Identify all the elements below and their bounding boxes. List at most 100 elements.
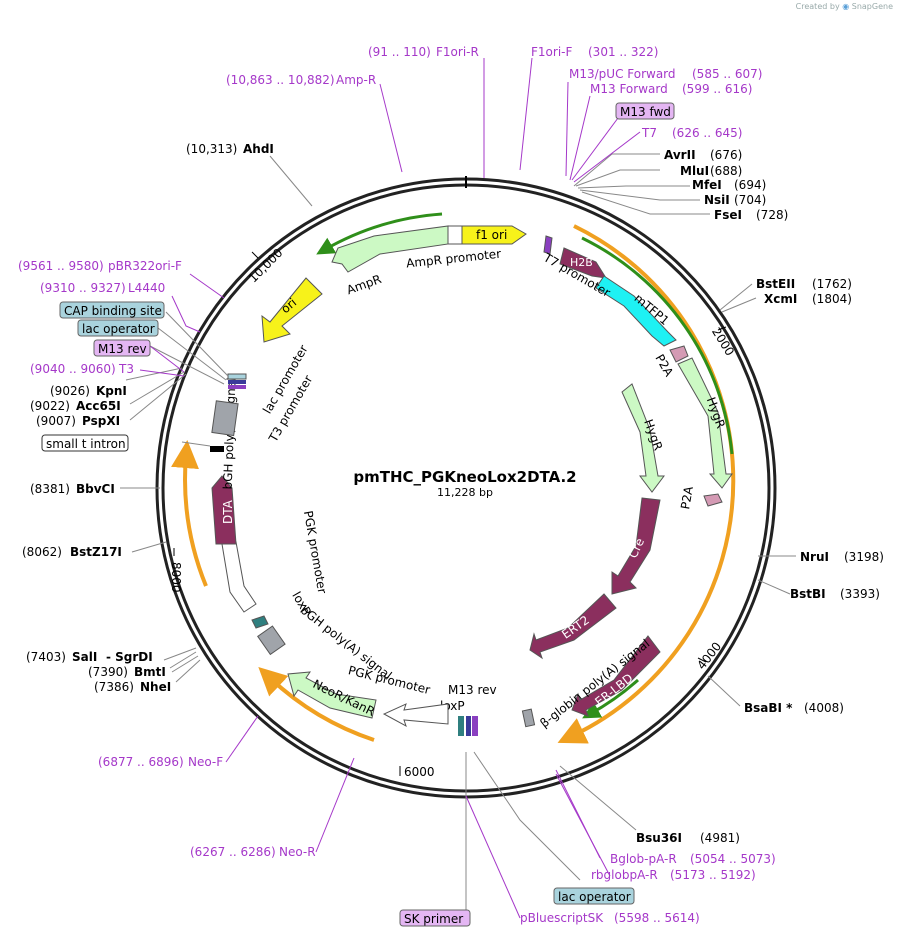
svg-text:(7390): (7390) (88, 665, 128, 679)
svg-text:(7403): (7403) (26, 650, 66, 664)
orange-arc-left (171, 440, 208, 587)
site-bsteii[interactable]: BstEII(1762) (756, 277, 852, 291)
box-cap-binding-site[interactable]: CAP binding site (59, 301, 165, 319)
site-nhei[interactable]: (7386)NheI (94, 680, 171, 694)
primer-f1ori-r[interactable]: (91 .. 110)F1ori-R (368, 45, 479, 59)
svg-text:(10,313): (10,313) (186, 142, 237, 156)
feature-ori[interactable]: ori (261, 277, 323, 343)
feature-hygr-outer[interactable]: HygR (677, 357, 733, 489)
feature-h2b[interactable]: H2B (559, 247, 607, 279)
feature-bglobin-pa[interactable] (521, 708, 536, 728)
svg-text:NsiI: NsiI (704, 193, 730, 207)
site-nrui[interactable]: NruI(3198) (800, 550, 884, 564)
svg-text:(3393): (3393) (840, 587, 880, 601)
site-acc65i[interactable]: (9022)Acc65I (30, 399, 121, 413)
box-sk-primer[interactable]: SK primer (399, 909, 471, 927)
primer-t3[interactable]: (9040 .. 9060)T3 (30, 362, 134, 376)
svg-text:M13/pUC Forward: M13/pUC Forward (569, 67, 676, 81)
feature-ampr[interactable] (331, 225, 463, 273)
site-bbvci[interactable]: (8381)BbvCI (30, 482, 115, 496)
tick-8000: 8000 (169, 548, 183, 593)
feature-bgh-pa-bottom[interactable] (257, 625, 286, 656)
svg-text:BstZ17I: BstZ17I (70, 545, 122, 559)
svg-text:(5054 .. 5073): (5054 .. 5073) (690, 852, 776, 866)
svg-text:AhdI: AhdI (243, 142, 274, 156)
feature-t7-promoter[interactable] (543, 235, 553, 255)
svg-text:6000: 6000 (404, 765, 435, 779)
feature-loxp-left[interactable] (251, 615, 269, 629)
box-small-t-intron[interactable]: small t intron (41, 434, 129, 452)
feature-lac-cluster[interactable] (227, 373, 247, 389)
snapgene-logo-icon: ◉ (842, 2, 850, 11)
site-bstbi[interactable]: BstBI(3393) (790, 587, 880, 601)
site-xcmi[interactable]: XcmI(1804) (764, 292, 852, 306)
feature-small-t-intron-marker[interactable] (210, 446, 224, 452)
box-m13-fwd[interactable]: M13 fwd (615, 102, 675, 120)
svg-text:SalI: SalI (72, 650, 97, 664)
site-bsu36i[interactable]: Bsu36I(4981) (636, 831, 740, 845)
svg-text:(9007): (9007) (36, 414, 76, 428)
svg-text:(91 .. 110): (91 .. 110) (368, 45, 431, 59)
svg-text:(676): (676) (710, 148, 742, 162)
svg-text:small t intron: small t intron (46, 437, 126, 451)
feature-ert2[interactable]: ERT2 (529, 593, 617, 660)
svg-text:(585 .. 607): (585 .. 607) (692, 67, 762, 81)
label-bgh-pa-a: bGH poly(A) signal (298, 603, 395, 683)
svg-text:DTA: DTA (221, 499, 235, 524)
primer-neo-r[interactable]: (6267 .. 6286)Neo-R (190, 845, 316, 859)
svg-text:L4440: L4440 (128, 281, 165, 295)
label-pgk-promoter-b: PGK promoter (301, 510, 329, 595)
orange-arc-bottom (258, 667, 375, 742)
site-pspxi[interactable]: (9007) PspXI (36, 414, 120, 428)
primer-f1ori-f[interactable]: F1ori-F(301 .. 322) (531, 45, 658, 59)
primer-rbglobpa-r[interactable]: rbglobpA-R (5173 .. 5192) (591, 868, 756, 882)
svg-text:F1ori-F: F1ori-F (531, 45, 572, 59)
feature-p2a-b[interactable] (703, 493, 723, 507)
svg-text:(9026): (9026) (50, 384, 90, 398)
site-mlui[interactable]: MluI(688) (680, 164, 742, 178)
svg-text:T7: T7 (641, 126, 657, 140)
site-bstz17i[interactable]: (8062)BstZ17I (22, 545, 122, 559)
site-avrii[interactable]: AvrII(676) (664, 148, 742, 162)
svg-text:(5173 .. 5192): (5173 .. 5192) (670, 868, 756, 882)
primer-m13-forward[interactable]: M13 Forward(599 .. 616) (590, 82, 752, 96)
feature-p2a-a[interactable] (669, 345, 689, 363)
site-nsii[interactable]: NsiI(704) (704, 193, 766, 207)
primer-pbr322ori-f[interactable]: (9561 .. 9580)pBR322ori-F (18, 259, 182, 273)
site-bmti[interactable]: (7390)BmtI (88, 665, 166, 679)
site-ahdi[interactable]: (10,313) AhdI (186, 142, 274, 156)
feature-pgk-promoter-left[interactable] (221, 541, 257, 613)
site-kpni[interactable]: (9026)KpnI (50, 384, 127, 398)
svg-text:M13 Forward: M13 Forward (590, 82, 668, 96)
svg-text:PspXI: PspXI (82, 414, 120, 428)
svg-text:(10,863 .. 10,882): (10,863 .. 10,882) (226, 73, 335, 87)
feature-f1-ori[interactable]: f1 ori (461, 225, 527, 245)
feature-loxp-bottom[interactable] (458, 716, 478, 736)
feature-hygr-inner[interactable]: HygR (621, 383, 665, 493)
site-mfei[interactable]: MfeI(694) (692, 178, 766, 192)
svg-text:rbglobpA-R: rbglobpA-R (591, 868, 658, 882)
svg-text:Bsu36I: Bsu36I (636, 831, 682, 845)
primer-pbluescriptsk[interactable]: pBluescriptSK(5598 .. 5614) (520, 911, 700, 925)
plasmid-name: pmTHC_PGKneoLox2DTA.2 (353, 468, 576, 486)
box-m13-rev[interactable]: M13 rev (93, 339, 151, 357)
box-lac-operator-left[interactable]: lac operator (77, 319, 159, 337)
feature-pgk-promoter-bottom[interactable] (382, 703, 449, 728)
primer-t7[interactable]: T7(626 .. 645) (641, 126, 742, 140)
site-sali[interactable]: (7403) SalI - SgrDI (26, 650, 153, 664)
feature-bgh-pa-left[interactable] (211, 400, 239, 437)
primer-l4440[interactable]: (9310 .. 9327)L4440 (40, 281, 165, 295)
label-ampr: AmpR (345, 272, 383, 297)
site-fsei[interactable]: FseI(728) (714, 208, 788, 222)
primer-neo-f[interactable]: (6877 .. 6896)Neo-F (98, 755, 223, 769)
site-bsabi[interactable]: BsaBI *(4008) (744, 701, 844, 715)
svg-text:- SgrDI: - SgrDI (106, 650, 153, 664)
feature-dta[interactable]: DTA (211, 475, 237, 545)
primer-amp-r[interactable]: (10,863 .. 10,882)Amp-R (226, 73, 376, 87)
primer-bglob-pa-r[interactable]: Bglob-pA-R(5054 .. 5073) (610, 852, 776, 866)
feature-cre[interactable]: Cre (611, 497, 661, 595)
box-lac-operator-bottom[interactable]: lac operator (553, 887, 635, 905)
primer-m13-puc-forward[interactable]: M13/pUC Forward (585 .. 607) (569, 67, 762, 81)
brand-text: SnapGene (851, 2, 893, 11)
